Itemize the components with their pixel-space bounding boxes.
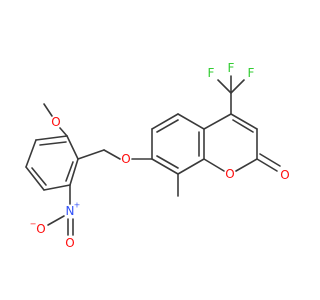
atom-label-o-methoxy: O xyxy=(51,115,60,129)
bond xyxy=(43,184,71,191)
bond xyxy=(65,161,74,182)
bond xyxy=(217,79,232,94)
atom-charge-n-plus: + xyxy=(74,201,81,210)
bond xyxy=(203,158,225,172)
bond xyxy=(31,167,47,186)
bond xyxy=(230,113,258,130)
bonds xyxy=(25,75,281,236)
bond xyxy=(43,103,53,117)
atom-label-o-carbonyl: O xyxy=(280,168,289,182)
bond xyxy=(151,113,179,130)
atom-label-f1: F xyxy=(228,61,235,75)
atom-label-f3: F xyxy=(248,66,255,80)
atom-label-o-ether: O xyxy=(121,152,130,166)
atom-charge-o-minus: − xyxy=(30,220,37,229)
bond xyxy=(232,119,254,133)
bond xyxy=(259,153,281,167)
bond xyxy=(156,119,179,133)
bond xyxy=(25,139,37,168)
bond xyxy=(25,166,45,191)
molecule-structure: F F F O O O O N + O O − xyxy=(25,61,290,250)
bond xyxy=(177,158,205,175)
bond xyxy=(47,215,65,226)
bond xyxy=(35,135,68,141)
bond xyxy=(177,113,205,130)
bond xyxy=(203,113,232,130)
atom-label-f2: F xyxy=(208,66,215,80)
bond xyxy=(39,141,67,146)
bond xyxy=(59,127,68,137)
atom-label-o-ring: O xyxy=(225,167,234,181)
atom-label-n-nitro: N xyxy=(66,204,75,218)
atom-labels: F F F O O O O N + O O − xyxy=(30,61,290,250)
bond xyxy=(235,158,258,172)
bond xyxy=(103,149,121,160)
atom-label-o-nitro-top: O xyxy=(65,236,74,250)
bond xyxy=(77,149,105,160)
bond xyxy=(156,155,179,169)
atom-label-o-nitro-side: O xyxy=(36,222,45,236)
bond xyxy=(66,135,79,160)
bond xyxy=(69,158,79,186)
bond xyxy=(151,158,179,175)
bond xyxy=(256,158,278,172)
bond xyxy=(230,79,245,94)
